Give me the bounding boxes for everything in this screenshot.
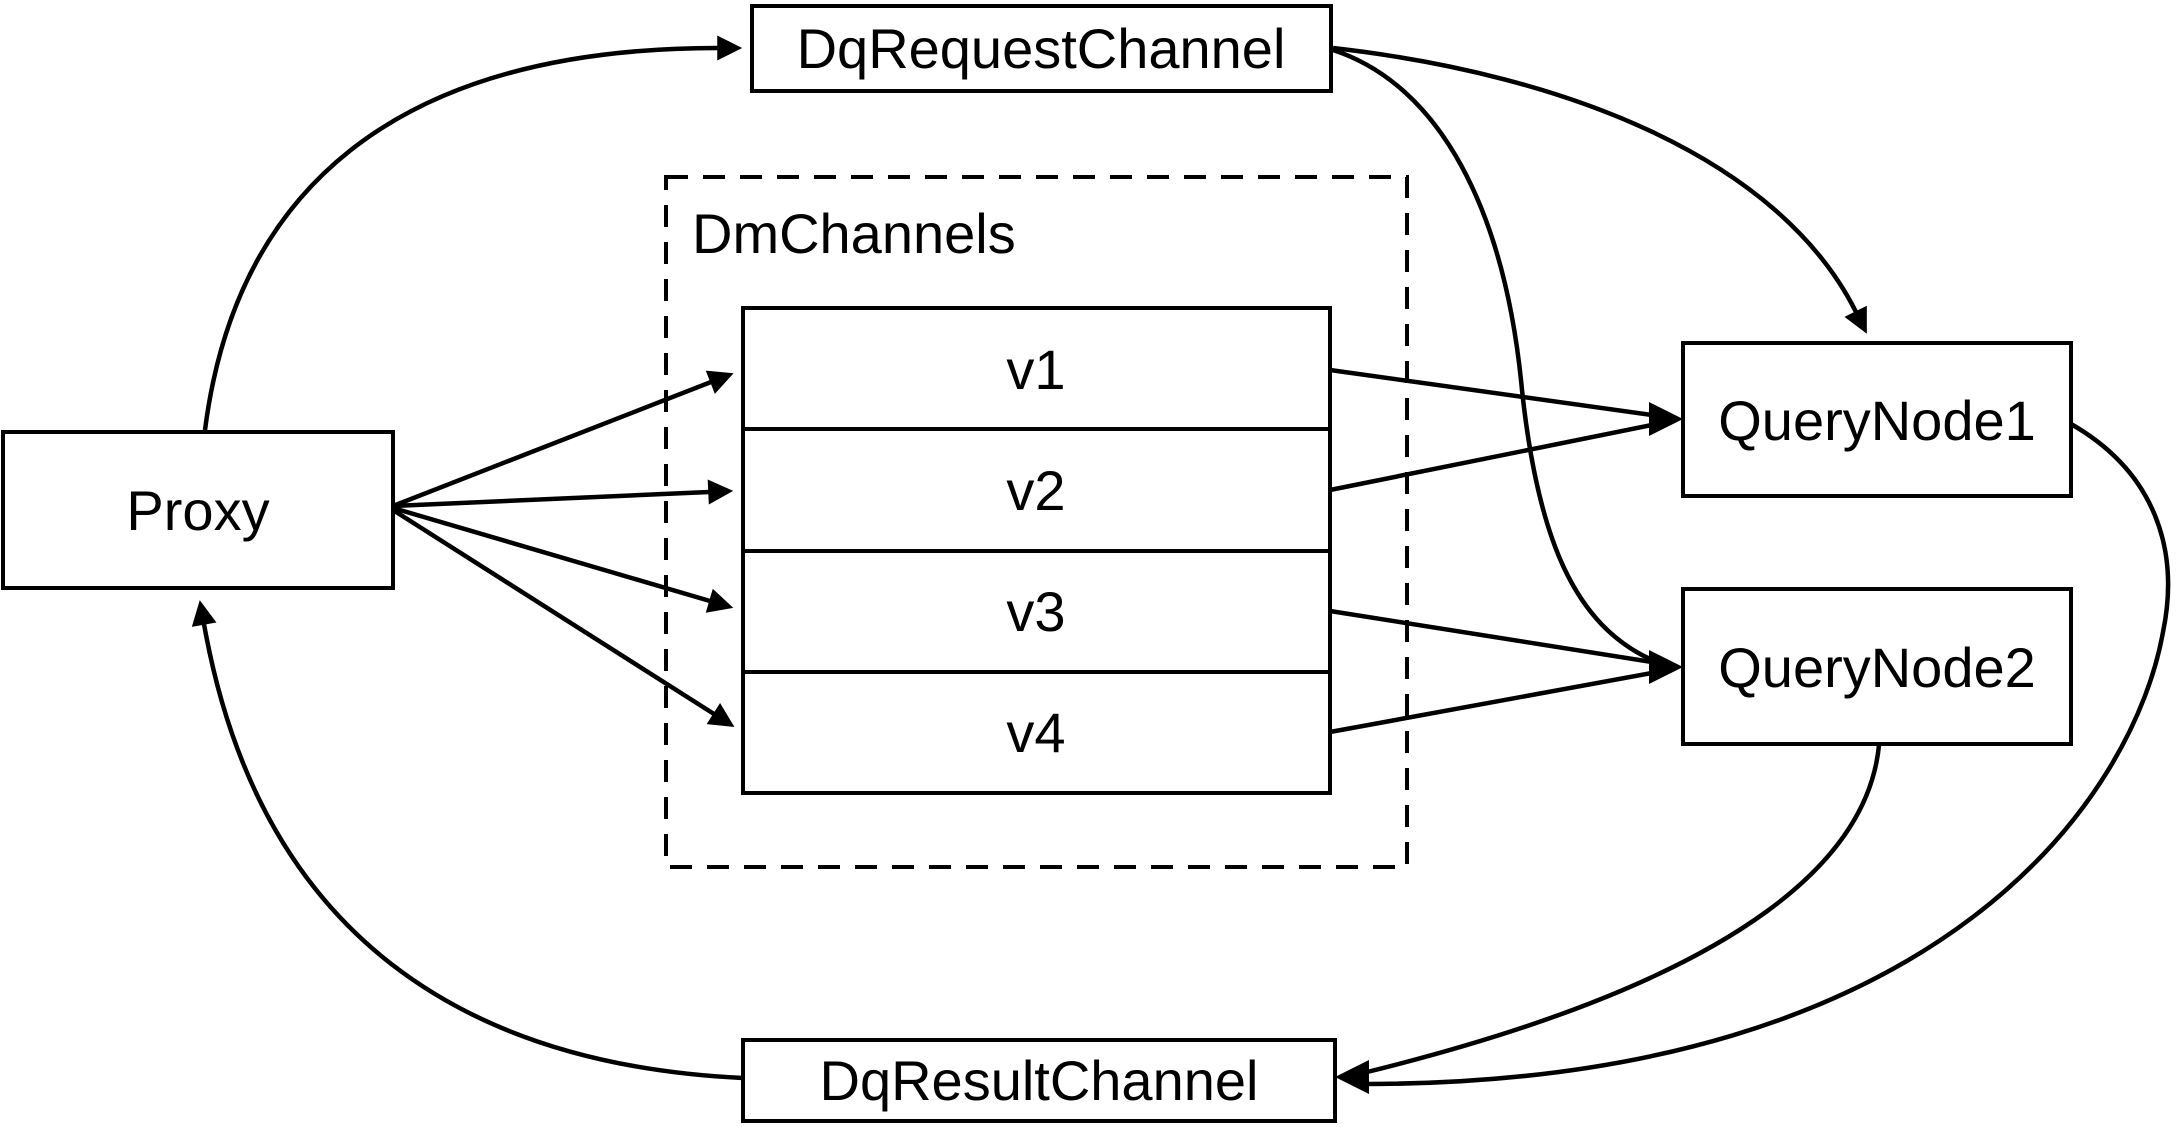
edge-v2-to-querynode1 [1329, 422, 1653, 493]
node-proxy: Proxy [1, 430, 395, 590]
v4-label: v4 [1006, 701, 1065, 764]
edge-dqrequestchannel-to-querynode1 [1332, 45, 1867, 334]
v1-label: v1 [1006, 338, 1065, 401]
container-dmchannels: DmChannels [664, 175, 1409, 869]
dqresultchannel-label: DqResultChannel [820, 1049, 1259, 1112]
edge-querynode2-to-dqresultchannel [1366, 744, 1882, 1075]
edge-v4-to-querynode2 [1329, 670, 1653, 735]
arrowhead-into-dqresultchannel [1335, 1060, 1369, 1094]
querynode1-box [1681, 341, 2073, 498]
edge-dqrequestchannel-to-querynode2 [1332, 47, 1653, 663]
edge-proxy-to-v2 [392, 479, 734, 509]
edge-proxy-to-v4 [391, 508, 735, 728]
edge-proxy-to-v3 [392, 505, 734, 613]
edge-proxy-to-dqrequestchannel [202, 35, 743, 431]
dqrequestchannel-label: DqRequestChannel [797, 17, 1286, 80]
dqresultchannel-box [741, 1038, 1337, 1123]
node-querynode1: QueryNode1 [1681, 341, 2073, 498]
querynode2-box [1681, 587, 2073, 746]
edge-v1-to-querynode1 [1329, 367, 1653, 418]
edge-querynode1-to-dqresultchannel [1366, 422, 2171, 1087]
querynode2-label: QueryNode2 [1718, 636, 2036, 699]
node-channel-stack: v1 v2 v3 v4 [741, 306, 1332, 795]
arrowhead-into-querynode2 [1649, 650, 1683, 684]
dmchannels-dashed-border [664, 175, 1409, 869]
node-querynode2: QueryNode2 [1681, 587, 2073, 746]
edge-dqresultchannel-to-proxy [191, 600, 744, 1081]
arrowhead-into-querynode1 [1649, 402, 1683, 436]
node-dqresultchannel: DqResultChannel [741, 1038, 1337, 1123]
v2-label: v2 [1006, 459, 1065, 522]
dqrequestchannel-box [750, 4, 1333, 93]
proxy-label: Proxy [126, 479, 269, 542]
edge-v3-to-querynode2 [1329, 608, 1653, 665]
node-dqrequestchannel: DqRequestChannel [750, 4, 1333, 93]
querynode1-label: QueryNode1 [1718, 389, 2036, 452]
edge-proxy-to-v1 [392, 370, 734, 509]
v3-label: v3 [1006, 580, 1065, 643]
proxy-box [1, 430, 395, 590]
dmchannels-label: DmChannels [692, 202, 1016, 265]
